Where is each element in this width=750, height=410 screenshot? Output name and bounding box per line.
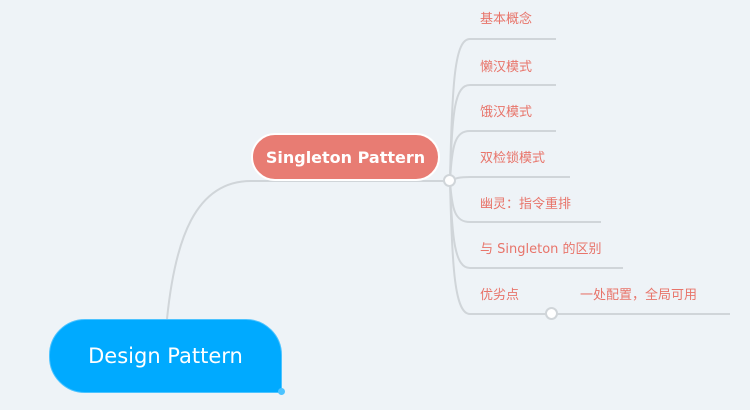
collapse-toggle[interactable] xyxy=(443,174,456,187)
subtopic-reorder[interactable]: 幽灵：指令重排 xyxy=(480,197,572,212)
branch-3 xyxy=(449,130,556,182)
subtopic-lazy[interactable]: 懒汉模式 xyxy=(480,60,533,75)
main-topic-node[interactable]: Singleton Pattern xyxy=(251,133,440,181)
subtopic-eager[interactable]: 饿汉模式 xyxy=(480,105,533,120)
resize-handle[interactable] xyxy=(278,388,285,395)
branch-2 xyxy=(449,84,556,182)
subtopic-double-check[interactable]: 双检锁模式 xyxy=(480,151,546,166)
collapse-toggle-pros-cons[interactable] xyxy=(545,307,558,320)
branch-4 xyxy=(449,176,570,182)
branch-7 xyxy=(449,180,730,315)
root-connector xyxy=(166,180,450,320)
main-topic-label: Singleton Pattern xyxy=(265,147,426,167)
root-topic-node[interactable]: Design Pattern xyxy=(49,319,282,393)
root-topic-label: Design Pattern xyxy=(88,344,243,368)
subtopic-difference[interactable]: 与 Singleton 的区别 xyxy=(480,242,602,257)
subtopic-pros-cons[interactable]: 优劣点 xyxy=(480,288,520,303)
subtopic-pros-cons-child[interactable]: 一处配置，全局可用 xyxy=(580,288,698,303)
subtopic-basic-concept[interactable]: 基本概念 xyxy=(480,12,533,27)
